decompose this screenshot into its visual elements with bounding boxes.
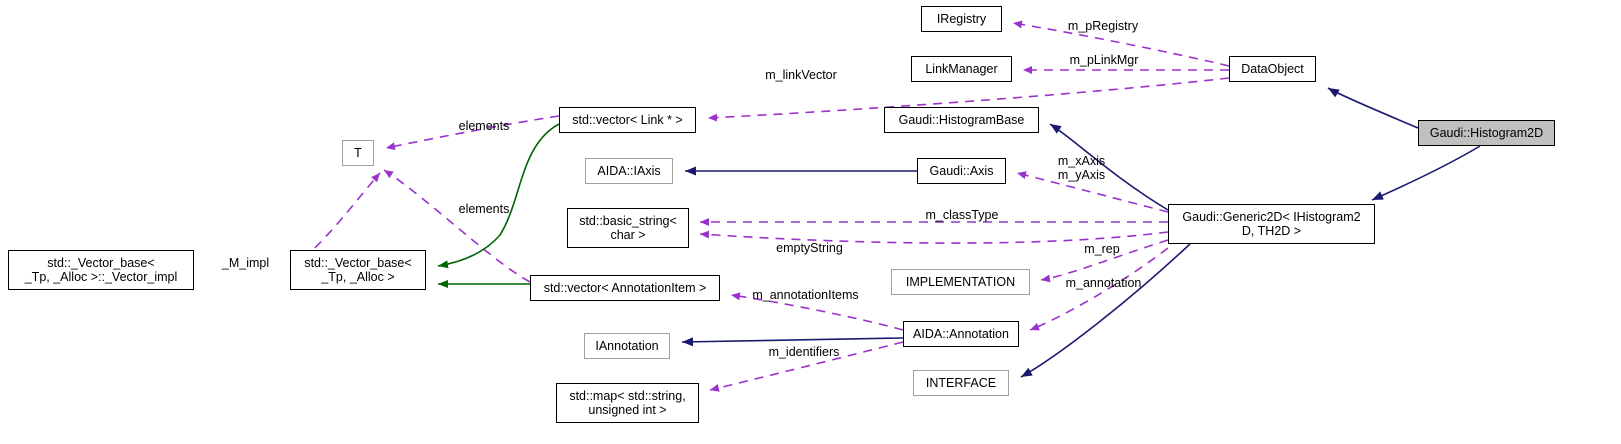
node-linkmanager[interactable]: LinkManager <box>911 56 1012 82</box>
edge-m_pRegistry <box>1012 20 1230 67</box>
edge-m_annotationItems <box>730 292 904 331</box>
node-std-vector-base-impl[interactable]: std::_Vector_base< _Tp, _Alloc >::_Vecto… <box>8 250 194 290</box>
edge-generic2d-histogrambase <box>1049 123 1169 211</box>
node-std-map-string-uint[interactable]: std::map< std::string, unsigned int > <box>556 383 699 423</box>
node-aida-iaxis[interactable]: AIDA::IAxis <box>585 158 673 184</box>
edge-label-m-pregistry: m_pRegistry <box>1067 19 1139 33</box>
edge-emptyString <box>699 230 1169 244</box>
edge-elements-top <box>385 115 560 151</box>
edge-m_identifiers-map <box>709 341 904 392</box>
node-interface[interactable]: INTERFACE <box>913 370 1009 396</box>
node-gaudi-generic2d[interactable]: Gaudi::Generic2D< IHistogram2 D, TH2D > <box>1168 204 1375 244</box>
edge-m_linkVector <box>707 77 1230 122</box>
edge-label-m-impl: _M_impl <box>221 256 270 270</box>
edge-label-m-plinkmgr: m_pLinkMgr <box>1069 53 1139 67</box>
edge-m_xAxis_yAxis <box>1016 171 1169 213</box>
edge-label-elements-bottom: elements <box>458 202 510 216</box>
edge-vectorlink-vectorbase <box>437 123 560 269</box>
node-gaudi-histogram2d[interactable]: Gaudi::Histogram2D <box>1418 120 1555 146</box>
edge-label-m-annotationitems: m_annotationItems <box>752 288 859 302</box>
edge-m_annotation <box>1029 247 1169 331</box>
edge-label-m-rep: m_rep <box>1084 242 1120 256</box>
node-implementation[interactable]: IMPLEMENTATION <box>891 269 1030 295</box>
edge-label-m-classtype: m_classType <box>925 208 999 222</box>
node-gaudi-histogrambase[interactable]: Gaudi::HistogramBase <box>884 107 1039 133</box>
inheritance-edges <box>681 87 1481 378</box>
edge-label-elements-top: elements <box>458 119 510 133</box>
node-iregistry[interactable]: IRegistry <box>921 6 1002 32</box>
node-std-vector-annotationitem[interactable]: std::vector< AnnotationItem > <box>530 275 720 301</box>
edge-m_rep <box>1040 239 1169 283</box>
edge-histogram2d-generic2d <box>1371 145 1481 201</box>
edge-elements-bottom <box>289 172 381 269</box>
node-iannotation[interactable]: IAnnotation <box>584 333 670 359</box>
edge-label-m-linkvector: m_linkVector <box>765 68 837 82</box>
node-std-vector-base[interactable]: std::_Vector_base< _Tp, _Alloc > <box>290 250 426 290</box>
edge-label-emptystring: emptyString <box>776 241 843 255</box>
edge-label-m-identifiers: m_identifiers <box>768 345 840 359</box>
node-aida-annotation[interactable]: AIDA::Annotation <box>903 321 1019 347</box>
node-gaudi-axis[interactable]: Gaudi::Axis <box>917 158 1006 184</box>
edge-generic2d-interface <box>1020 243 1191 378</box>
usage-edges <box>289 20 1230 392</box>
node-template-parameter-t[interactable]: T <box>342 140 374 166</box>
edge-label-m-annotation: m_annotation <box>1065 276 1142 290</box>
edge-annotation-iannotation <box>681 337 904 347</box>
node-dataobject[interactable]: DataObject <box>1229 56 1316 82</box>
edge-histogram2d-dataobject <box>1327 87 1419 129</box>
edge-vectorannot-T <box>383 169 531 283</box>
template-edges <box>437 123 560 288</box>
node-std-basic-string[interactable]: std::basic_string< char > <box>567 208 689 248</box>
node-std-vector-link[interactable]: std::vector< Link * > <box>559 107 696 133</box>
edge-label-m-xaxis-m-yaxis: m_xAxis m_yAxis <box>1057 154 1106 182</box>
